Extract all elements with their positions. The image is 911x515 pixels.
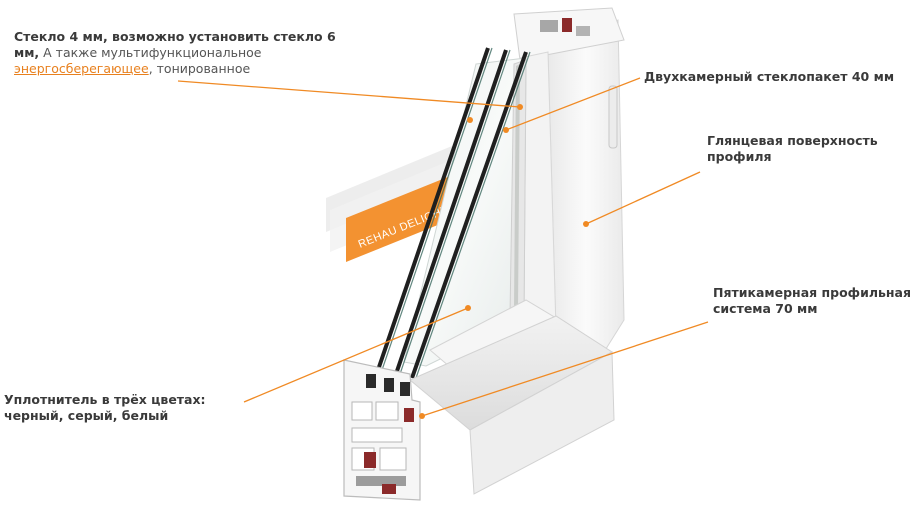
label-glass-bold: Стекло 4 мм, возможно установить стекло …: [14, 29, 336, 60]
energy-saving-link[interactable]: энергосберегающее: [14, 61, 149, 76]
callout-dot-seal: [465, 305, 471, 311]
callout-dot-glass: [517, 104, 523, 110]
label-glass: Стекло 4 мм, возможно установить стекло …: [14, 29, 354, 77]
frame-top-chamber: [540, 20, 558, 32]
callouts: [177, 77, 709, 417]
section-chamber-5: [379, 447, 407, 471]
glass-pane-tint-2: [399, 49, 511, 375]
callout-line-surface: [585, 171, 701, 225]
callout-line-seal: [243, 307, 469, 403]
profile-cross-section: [343, 359, 421, 501]
label-glossy-surface: Глянцевая поверхность профиля: [707, 133, 897, 165]
section-seal-red-3: [382, 484, 396, 494]
hinge: [608, 85, 618, 149]
label-seal: Уплотнитель в трёх цветах: черный, серый…: [4, 392, 244, 424]
frame-right-outer: [547, 19, 625, 353]
frame-top-seal-2: [576, 26, 590, 36]
section-seal-3: [400, 382, 410, 396]
frame-bottom-front: [469, 351, 615, 495]
callout-line-glass: [177, 80, 521, 108]
label-seal-line2: черный, серый, белый: [4, 408, 169, 423]
frame-top-seal: [562, 18, 572, 32]
label-profile-system-text: Пятикамерная профильная система 70 мм: [713, 285, 911, 316]
glass-pane-1: [376, 47, 490, 371]
callout-dot-glass-2: [467, 117, 473, 123]
callout-dot-profile: [419, 413, 425, 419]
callout-dots: [419, 104, 589, 419]
label-glass-text-b: , тонированное: [148, 61, 251, 76]
label-profile-system: Пятикамерная профильная система 70 мм: [713, 285, 911, 317]
callout-line-profile: [421, 321, 709, 417]
label-seal-line1: Уплотнитель в трёх цветах:: [4, 392, 206, 407]
glass-pane-tint-1: [381, 47, 493, 371]
section-chamber-3: [351, 427, 403, 443]
section-chamber-2: [375, 401, 399, 421]
callout-dot-unit: [503, 127, 509, 133]
label-glass-unit: Двухкамерный стеклопакет 40 мм: [644, 69, 904, 85]
label-glossy-surface-text: Глянцевая поверхность профиля: [707, 133, 878, 164]
section-seal-red-2: [364, 452, 376, 468]
section-chamber-1: [351, 401, 373, 421]
section-reinforcement: [356, 476, 406, 486]
label-glass-unit-text: Двухкамерный стеклопакет 40 мм: [644, 69, 895, 84]
callout-line-unit: [505, 77, 641, 131]
section-seal-2: [384, 378, 394, 392]
section-seal-1: [366, 374, 376, 388]
callout-dot-surface: [583, 221, 589, 227]
section-seal-red-1: [404, 408, 414, 422]
label-glass-text-a: А также мультифункциональное: [39, 45, 262, 60]
